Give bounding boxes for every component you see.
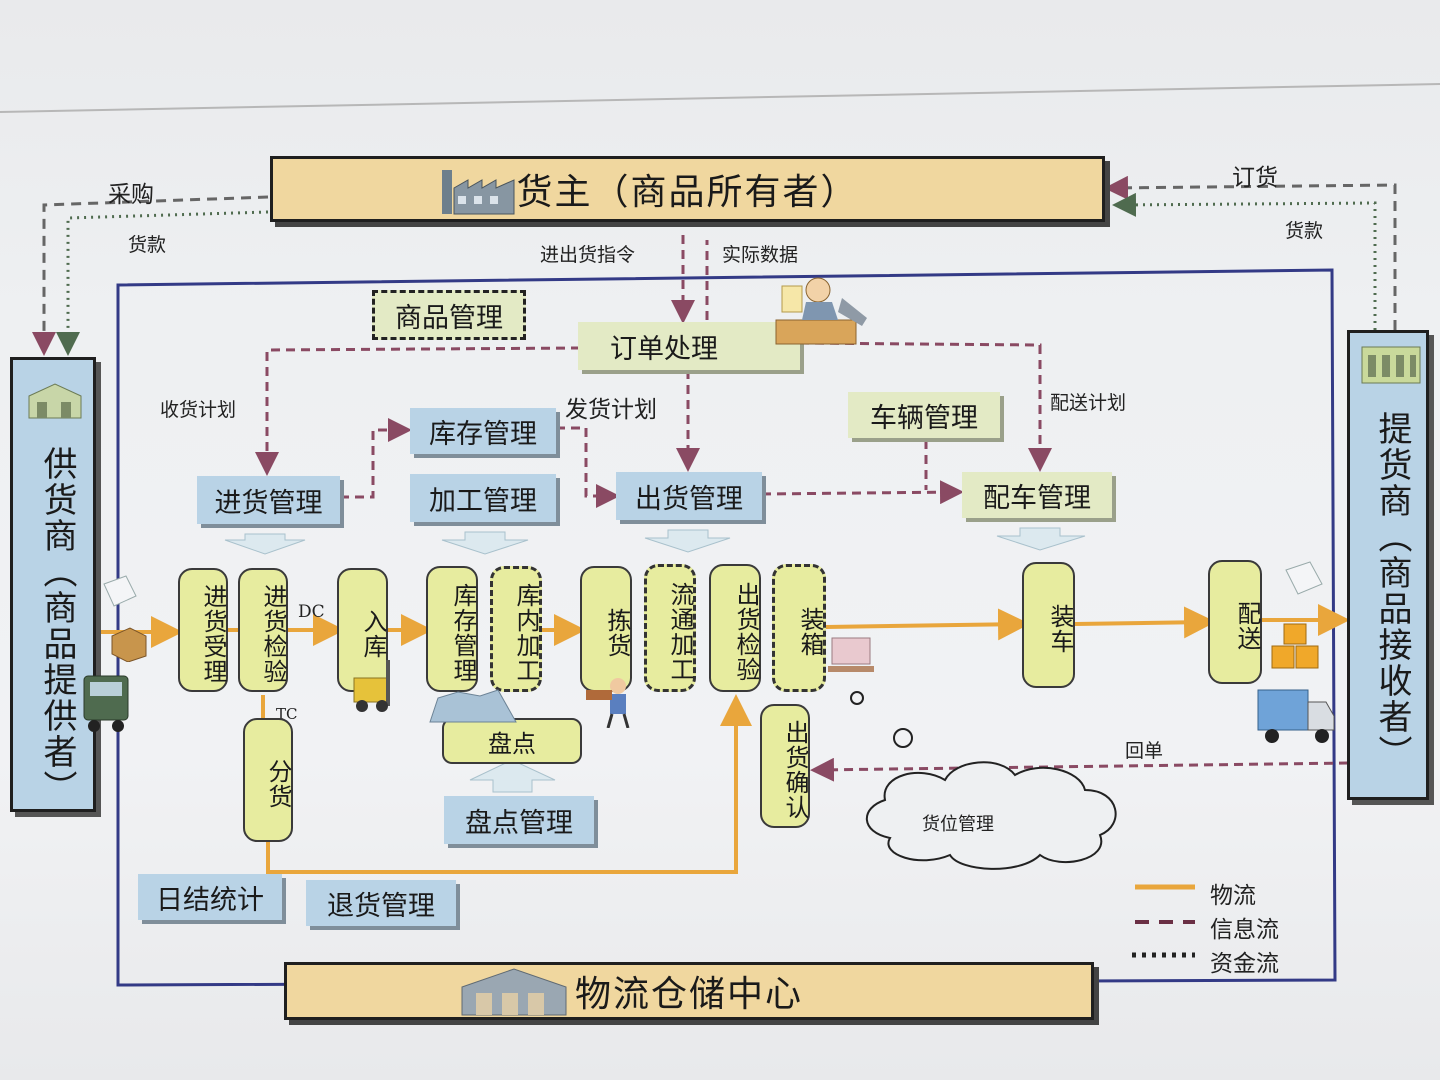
processing-mgmt-label: 加工管理 bbox=[429, 485, 537, 517]
receiver-panel: 提货商（商品接收者） bbox=[1347, 330, 1429, 800]
step-delivery: 配送 bbox=[1208, 560, 1262, 684]
step-receive-inspect: 进货检验 bbox=[238, 568, 288, 692]
warehouse-icon bbox=[461, 968, 567, 1016]
return-mgmt-label: 退货管理 bbox=[327, 890, 435, 922]
pallet-icon bbox=[828, 637, 874, 672]
receive-plan-label: 收货计划 bbox=[160, 399, 237, 421]
shipping-mgmt-box: 出货管理 bbox=[616, 472, 762, 520]
location-cloud bbox=[865, 761, 1117, 870]
step-receive-accept: 进货受理 bbox=[178, 568, 228, 692]
stock-pile-icon bbox=[429, 689, 517, 723]
location-mgmt-label: 货位管理 bbox=[922, 814, 994, 835]
center-title: 物流仓储中心 bbox=[574, 974, 803, 1015]
receipt-label: 回单 bbox=[1125, 740, 1164, 762]
in-out-order-label: 进出货指令 bbox=[540, 244, 636, 266]
step-packing: 装箱 bbox=[772, 564, 826, 692]
step-picking: 拣货 bbox=[580, 566, 632, 692]
return-mgmt-box: 退货管理 bbox=[306, 880, 456, 926]
supplier-label: 供货商（商品提供者） bbox=[37, 446, 77, 806]
actual-data-label: 实际数据 bbox=[722, 244, 799, 266]
factory-icon bbox=[442, 170, 515, 215]
picker-worker-icon bbox=[586, 678, 630, 728]
payment-right-label: 货款 bbox=[1285, 220, 1324, 242]
step-ship-inspect: 出货检验 bbox=[709, 564, 761, 692]
center-banner: 物流仓储中心 bbox=[284, 962, 1094, 1020]
receiving-mgmt-label: 进货管理 bbox=[214, 487, 323, 519]
cargo-box-icon bbox=[111, 627, 147, 662]
stocktake-mgmt-label: 盘点管理 bbox=[465, 807, 573, 839]
order-goods-label: 订货 bbox=[1232, 165, 1278, 191]
owner-title: 货主（商品所有者） bbox=[516, 172, 859, 213]
supplier-building-icon bbox=[28, 383, 82, 419]
forklift-icon bbox=[353, 660, 390, 712]
stocktake-label: 盘点 bbox=[488, 729, 536, 758]
goods-mgmt-label: 商品管理 bbox=[395, 302, 503, 334]
daily-stats-box: 日结统计 bbox=[138, 874, 282, 920]
document-right-icon bbox=[1285, 561, 1323, 595]
receiver-label: 提货商（商品接收者） bbox=[1372, 411, 1412, 771]
step-ship-confirm: 出货确认 bbox=[760, 704, 810, 828]
purchase-label: 采购 bbox=[108, 182, 154, 208]
step-loading: 装车 bbox=[1022, 562, 1075, 688]
step-inventory: 库存管理 bbox=[426, 566, 478, 692]
step-put-in: 入库 bbox=[337, 568, 388, 692]
delivered-boxes-icon bbox=[1271, 623, 1319, 669]
step-internal-process: 库内加工 bbox=[490, 566, 542, 692]
shipping-mgmt-label: 出货管理 bbox=[635, 483, 743, 515]
inventory-mgmt-label: 库存管理 bbox=[429, 418, 537, 450]
office-worker-icon bbox=[775, 277, 867, 345]
daily-stats-label: 日结统计 bbox=[156, 884, 264, 916]
order-processing-box: 订单处理 bbox=[578, 322, 800, 370]
payment-left-label: 货款 bbox=[128, 234, 167, 256]
receiving-mgmt-box: 进货管理 bbox=[197, 476, 340, 524]
owner-banner: 货主（商品所有者） bbox=[270, 156, 1105, 222]
supplier-panel: 供货商（商品提供者） bbox=[10, 357, 96, 812]
legend-information: 信息流 bbox=[1210, 917, 1279, 943]
ship-plan-label: 发货计划 bbox=[565, 397, 657, 423]
stocktake-box: 盘点 bbox=[442, 718, 582, 764]
step-sorting: 分货 bbox=[243, 718, 293, 842]
center-frame bbox=[116, 268, 1337, 987]
dc-label: DC bbox=[298, 602, 325, 622]
inventory-mgmt-box: 库存管理 bbox=[410, 408, 556, 454]
receiver-building-icon bbox=[1361, 346, 1421, 384]
dispatch-mgmt-label: 配车管理 bbox=[983, 482, 1091, 514]
supplier-truck-icon bbox=[83, 675, 129, 732]
stocktake-mgmt-box: 盘点管理 bbox=[444, 796, 594, 844]
delivery-truck-icon bbox=[1257, 689, 1335, 743]
legend-funds: 资金流 bbox=[1210, 951, 1279, 977]
step-distribution-process: 流通加工 bbox=[644, 564, 696, 692]
dispatch-mgmt-box: 配车管理 bbox=[962, 472, 1112, 518]
goods-mgmt-box: 商品管理 bbox=[372, 290, 526, 340]
document-left-icon bbox=[103, 575, 137, 607]
processing-mgmt-box: 加工管理 bbox=[410, 474, 556, 522]
legend-material: 物流 bbox=[1210, 883, 1256, 909]
vehicle-mgmt-label: 车辆管理 bbox=[870, 402, 978, 434]
delivery-plan-label: 配送计划 bbox=[1050, 392, 1127, 414]
order-processing-label: 订单处理 bbox=[610, 333, 718, 365]
vehicle-mgmt-box: 车辆管理 bbox=[848, 392, 1000, 438]
